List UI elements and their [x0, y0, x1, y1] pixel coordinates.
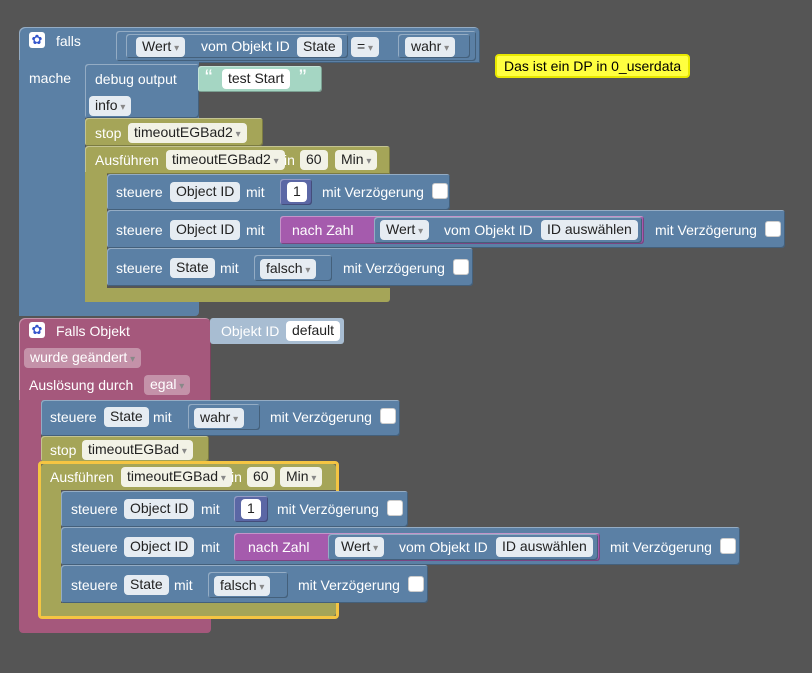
- number-field[interactable]: 1: [287, 182, 307, 202]
- control-block-1[interactable]: [107, 174, 450, 210]
- ausfuehren-label: Ausführen: [95, 152, 159, 168]
- delay-label: mit Verzögerung: [277, 501, 379, 517]
- delay-checkbox[interactable]: [408, 576, 424, 592]
- falls-label: falls: [56, 33, 81, 49]
- steuere-label: steuere: [71, 501, 118, 517]
- mit-label: mit: [174, 577, 193, 593]
- steuere-label: steuere: [116, 260, 163, 276]
- timeout-name-dropdown[interactable]: timeoutEGBad: [121, 467, 232, 487]
- trigger-dropdown[interactable]: wurde geändert: [24, 348, 142, 368]
- timeout-unit-dropdown[interactable]: Min: [280, 467, 323, 487]
- timeout-value-field[interactable]: 60: [247, 467, 275, 487]
- delay-checkbox[interactable]: [432, 183, 448, 199]
- vom-objekt-label: vom Objekt ID: [444, 222, 533, 238]
- convert-label: nach Zahl: [292, 222, 354, 238]
- steuere-label: steuere: [116, 184, 163, 200]
- operator-dropdown[interactable]: =: [351, 37, 379, 57]
- if-block-footer: [19, 300, 199, 316]
- object-id-field[interactable]: Object ID: [124, 499, 195, 519]
- steuere-label: steuere: [50, 409, 97, 425]
- mit-label: mit: [220, 260, 239, 276]
- delay-checkbox[interactable]: [765, 221, 781, 237]
- object-id-field[interactable]: Object ID: [124, 537, 195, 557]
- object-id-field[interactable]: State: [124, 575, 169, 595]
- delay-label: mit Verzögerung: [610, 539, 712, 555]
- timeout-name-dropdown[interactable]: timeoutEGBad2: [166, 150, 285, 170]
- vom-objekt-label: vom Objekt ID: [399, 539, 488, 555]
- timeout-block-footer: [85, 288, 390, 302]
- delay-label: mit Verzögerung: [298, 577, 400, 593]
- comment-bubble[interactable]: Das ist ein DP in 0_userdata: [495, 54, 691, 78]
- mache-label: mache: [29, 70, 72, 86]
- id-select-field[interactable]: ID auswählen: [541, 220, 638, 240]
- delay-checkbox[interactable]: [453, 259, 469, 275]
- boolean-dropdown[interactable]: falsch: [260, 259, 317, 279]
- delay-checkbox[interactable]: [720, 538, 736, 554]
- object-id-field[interactable]: State: [170, 258, 215, 278]
- timeout-value-field[interactable]: 60: [300, 150, 328, 170]
- steuere-label: steuere: [71, 539, 118, 555]
- ausfuehren-label: Ausführen: [50, 469, 114, 485]
- value-attribute-dropdown[interactable]: Wert: [335, 537, 385, 557]
- stop-timer-dropdown[interactable]: timeoutEGBad2: [128, 123, 247, 143]
- delay-checkbox[interactable]: [380, 408, 396, 424]
- timeout-block-footer: [41, 603, 336, 616]
- delay-label: mit Verzögerung: [322, 184, 424, 200]
- settings-gear-icon[interactable]: ✿: [29, 32, 45, 48]
- boolean-dropdown[interactable]: wahr: [194, 408, 245, 428]
- in-label: in: [284, 152, 295, 168]
- delay-label: mit Verzögerung: [655, 222, 757, 238]
- objekt-id-label: Objekt ID: [221, 323, 280, 339]
- stop-timer-dropdown[interactable]: timeoutEGBad: [82, 440, 193, 460]
- convert-label: nach Zahl: [248, 539, 310, 555]
- delay-label: mit Verzögerung: [270, 409, 372, 425]
- falls-objekt-label: Falls Objekt: [56, 323, 130, 339]
- stop-label: stop: [95, 125, 122, 141]
- steuere-label: steuere: [71, 577, 118, 593]
- in-label: in: [231, 469, 242, 485]
- boolean-dropdown[interactable]: wahr: [405, 37, 456, 57]
- object-id-field[interactable]: Object ID: [170, 220, 241, 240]
- close-quote-icon: ”: [299, 65, 307, 90]
- vom-objekt-label: vom Objekt ID: [201, 38, 290, 54]
- debug-output-label: debug output: [95, 71, 177, 87]
- ausloesung-label: Auslösung durch: [29, 377, 134, 393]
- steuere-label: steuere: [116, 222, 163, 238]
- timeout-block-spine: [41, 488, 61, 616]
- on-change-block-footer: [19, 618, 211, 633]
- mit-label: mit: [246, 222, 265, 238]
- stop-label: stop: [50, 442, 77, 458]
- mit-label: mit: [153, 409, 172, 425]
- object-id-field[interactable]: State: [104, 407, 149, 427]
- timeout-unit-dropdown[interactable]: Min: [335, 150, 378, 170]
- id-select-field[interactable]: ID auswählen: [496, 537, 593, 557]
- mit-label: mit: [201, 501, 220, 517]
- object-id-field[interactable]: Object ID: [170, 182, 241, 202]
- debug-text-field[interactable]: test Start: [222, 69, 291, 89]
- debug-level-dropdown[interactable]: info: [89, 96, 132, 116]
- boolean-dropdown[interactable]: falsch: [214, 576, 271, 596]
- object-id-field[interactable]: State: [297, 37, 342, 57]
- on-change-block-spine: [19, 400, 41, 624]
- delay-label: mit Verzögerung: [343, 260, 445, 276]
- delay-checkbox[interactable]: [387, 500, 403, 516]
- timeout-block-spine: [85, 172, 107, 302]
- mit-label: mit: [201, 539, 220, 555]
- value-attribute-dropdown[interactable]: Wert: [136, 37, 186, 57]
- number-field[interactable]: 1: [241, 499, 261, 519]
- open-quote-icon: “: [205, 65, 213, 90]
- ausloesung-dropdown[interactable]: egal: [144, 375, 191, 395]
- object-id-default-field[interactable]: default: [286, 321, 341, 341]
- settings-gear-icon[interactable]: ✿: [29, 322, 45, 338]
- value-attribute-dropdown[interactable]: Wert: [380, 220, 430, 240]
- mit-label: mit: [246, 184, 265, 200]
